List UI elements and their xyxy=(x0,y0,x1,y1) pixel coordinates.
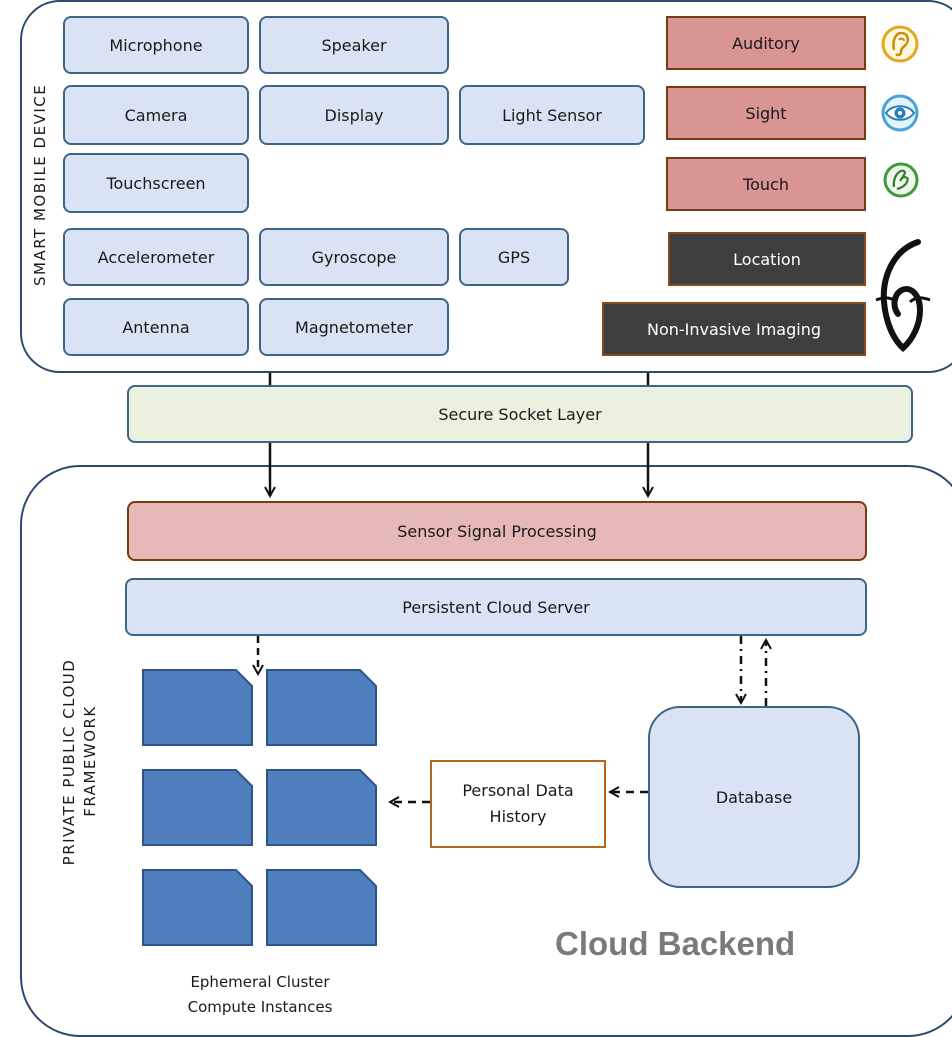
cluster-caption-line1: Ephemeral Cluster xyxy=(190,973,330,991)
hand-icon xyxy=(883,162,919,198)
cluster-tiles xyxy=(142,669,377,946)
cluster-tile xyxy=(142,669,253,746)
sensor-gyroscope: Gyroscope xyxy=(259,228,449,286)
ssl-layer: Secure Socket Layer xyxy=(127,385,913,443)
sensor-camera: Camera xyxy=(63,85,249,145)
cloud-server: Persistent Cloud Server xyxy=(125,578,867,636)
cloud-backend-label: Cloud Backend xyxy=(555,925,796,962)
sensor-display: Display xyxy=(259,85,449,145)
sense-sight: Sight xyxy=(666,86,866,140)
personal-data-history: Personal Data History xyxy=(430,760,606,848)
sensor-gps: GPS xyxy=(459,228,569,286)
cluster-tile xyxy=(266,669,377,746)
cluster-caption: Ephemeral Cluster Compute Instances xyxy=(140,970,380,1020)
sense-location: Location xyxy=(668,232,866,286)
eye-icon xyxy=(881,94,919,132)
cluster-tile xyxy=(142,769,253,846)
sensor-microphone: Microphone xyxy=(63,16,249,74)
ear-icon xyxy=(881,25,919,63)
sense-auditory: Auditory xyxy=(666,16,866,70)
signal-processing: Sensor Signal Processing xyxy=(127,501,867,561)
sensor-touchscreen: Touchscreen xyxy=(63,153,249,213)
sensor-magnetometer: Magnetometer xyxy=(259,298,449,356)
sensor-speaker: Speaker xyxy=(259,16,449,74)
sensor-antenna: Antenna xyxy=(63,298,249,356)
cluster-tile xyxy=(266,869,377,946)
sixth-sense-icon xyxy=(875,239,931,353)
sense-imaging: Non-Invasive Imaging xyxy=(602,302,866,356)
cluster-caption-line2: Compute Instances xyxy=(187,998,333,1016)
history-label: Personal Data History xyxy=(462,781,574,826)
database: Database xyxy=(648,706,860,888)
sensor-light: Light Sensor xyxy=(459,85,645,145)
sensor-accelerometer: Accelerometer xyxy=(63,228,249,286)
cluster-tile xyxy=(266,769,377,846)
cluster-tile xyxy=(142,869,253,946)
sense-touch: Touch xyxy=(666,157,866,211)
